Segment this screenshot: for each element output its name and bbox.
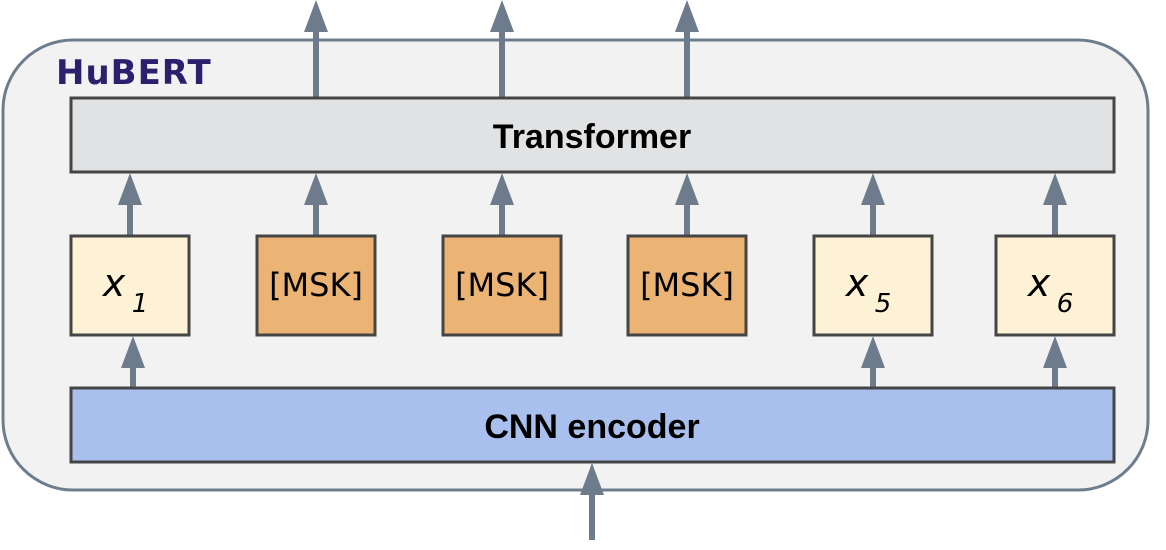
frame-token-box [994,234,1116,337]
frame-token-variable: x [102,261,126,305]
encoder-to-token-arrow [1043,336,1067,388]
mask-token-box [626,234,748,337]
transformer-output-arrow [304,0,328,98]
cnn-encoder-box [69,386,1116,464]
arrow-head-icon [304,0,328,32]
arrow-shaft [1052,203,1058,236]
arrow-head-icon [861,336,885,368]
token-to-transformer-arrows [118,173,1067,236]
encoder-to-token-arrows [121,336,1067,388]
arrow-shaft [589,493,595,540]
frame-token-variable: x [845,261,869,305]
arrow-head-icon [1043,336,1067,368]
frame-token-subscript: 1 [132,289,149,319]
transformer-output-arrow [675,0,699,98]
token-to-transformer-arrow [118,173,142,236]
mask-token: [MSK] [441,234,563,337]
frame-token-subscript: 6 [1057,289,1074,319]
output-arrows [304,0,699,98]
transformer-box [69,96,1116,174]
frame-token-box [69,234,191,337]
arrow-head-icon [490,173,514,205]
encoder-to-token-arrow [121,336,145,388]
arrow-shaft [684,30,690,98]
arrow-shaft [499,30,505,98]
transformer-label: Transformer [493,118,691,156]
mask-token-label: [MSK] [640,266,734,304]
mask-token-label: [MSK] [455,266,549,304]
arrow-shaft [313,30,319,98]
mask-token-box [255,234,377,337]
token-to-transformer-arrow [861,173,885,236]
arrow-head-icon [490,0,514,32]
token-to-transformer-arrow [490,173,514,236]
frame-token-box [812,234,934,337]
arrow-head-icon [1043,173,1067,205]
transformer-output-arrow [490,0,514,98]
token-to-transformer-arrow [675,173,699,236]
audio-input-arrow [580,463,604,540]
arrow-shaft [1052,366,1058,388]
arrow-head-icon [675,173,699,205]
arrow-shaft [127,203,133,236]
frame-token-variable: x [1027,261,1051,305]
token-to-transformer-arrow [1043,173,1067,236]
arrow-shaft [870,366,876,388]
arrow-shaft [499,203,505,236]
arrow-head-icon [580,463,604,495]
cnn-encoder-label: CNN encoder [484,408,699,446]
token-to-transformer-arrow [304,173,328,236]
arrow-head-icon [118,173,142,205]
arrow-head-icon [861,173,885,205]
arrow-head-icon [304,173,328,205]
mask-token-label: [MSK] [269,266,363,304]
encoder-to-token-arrow [861,336,885,388]
transformer-block: Transformer [69,96,1116,174]
mask-token-box [441,234,563,337]
arrow-shaft [130,366,136,388]
model-title: HuBERT [56,53,212,93]
cnn-encoder-block: CNN encoder [69,386,1116,464]
arrow-shaft [313,203,319,236]
frame-token-subscript: 5 [875,289,892,319]
arrow-head-icon [121,336,145,368]
mask-token: [MSK] [255,234,377,337]
arrow-shaft [684,203,690,236]
input-arrow [580,463,604,540]
mask-token: [MSK] [626,234,748,337]
arrow-head-icon [675,0,699,32]
arrow-shaft [870,203,876,236]
